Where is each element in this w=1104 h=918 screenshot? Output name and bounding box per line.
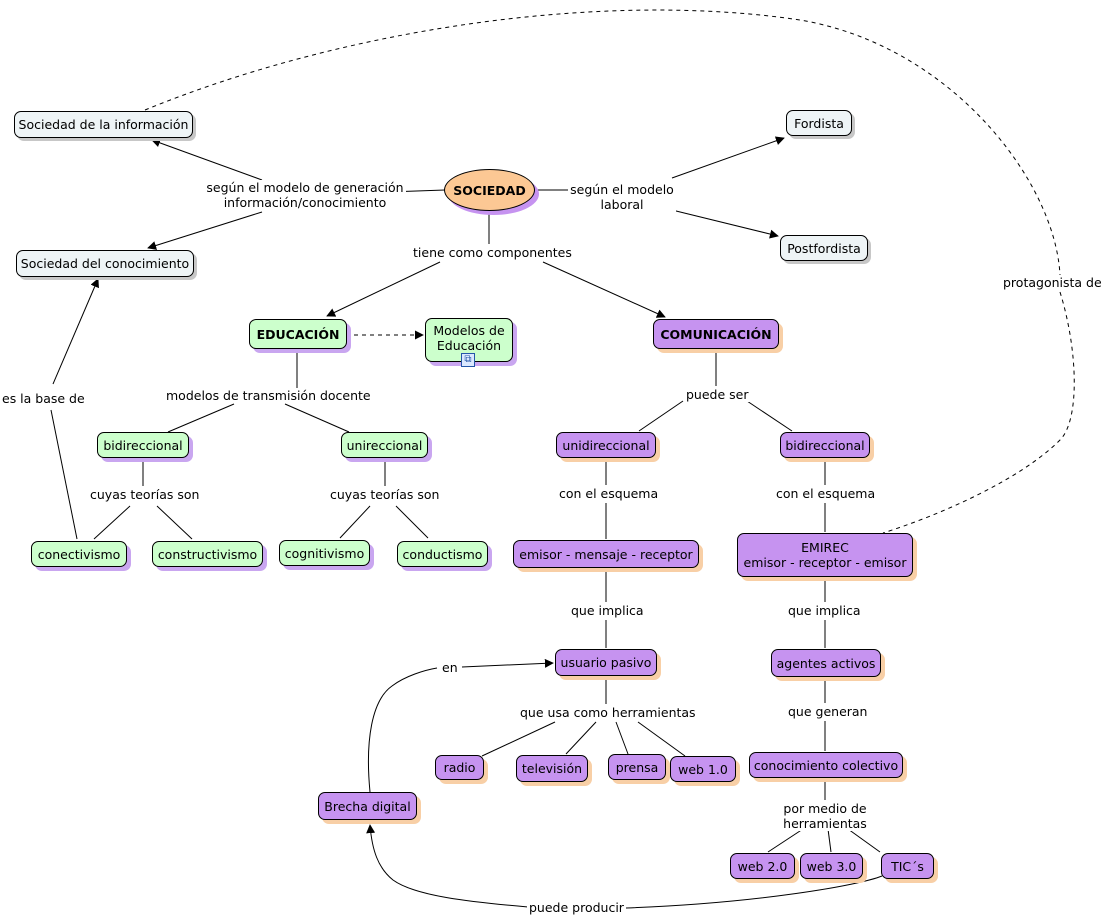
com-bidireccional-node[interactable]: bidireccional — [780, 432, 870, 458]
agentes-activos-label: agentes activos — [776, 655, 876, 671]
television-node[interactable]: televisión — [516, 755, 588, 782]
sociedad-informacion-node[interactable]: Sociedad de la información — [14, 111, 193, 138]
unidireccional-node[interactable]: unidireccional — [556, 432, 656, 458]
fordista-node[interactable]: Fordista — [786, 110, 852, 136]
sociedad-label: SOCIEDAD — [453, 182, 526, 198]
constructivismo-label: constructivismo — [157, 546, 258, 562]
link-que-implica-1: que implica — [569, 603, 646, 618]
conductismo-label: conductismo — [402, 546, 483, 562]
emisor-mensaje-receptor-node[interactable]: emisor - mensaje - receptor — [513, 540, 699, 568]
com-bidireccional-label: bidireccional — [785, 437, 865, 453]
comunicacion-node[interactable]: COMUNICACIÓN — [653, 319, 779, 349]
radio-node[interactable]: radio — [435, 755, 484, 780]
edu-bidireccional-label: bidireccional — [103, 437, 183, 453]
unireccional-node[interactable]: unireccional — [341, 432, 428, 458]
link-segun-generacion: según el modelo de generación informació… — [204, 180, 406, 210]
postfordista-node[interactable]: Postfordista — [780, 235, 868, 261]
brecha-digital-node[interactable]: Brecha digital — [318, 792, 417, 820]
link-modelos-transmision: modelos de transmisión docente — [164, 388, 373, 403]
educacion-label: EDUCACIÓN — [256, 326, 340, 342]
link-con-esquema-2: con el esquema — [774, 486, 878, 501]
sociedad-conocimiento-node[interactable]: Sociedad del conocimiento — [16, 250, 194, 277]
brecha-digital-label: Brecha digital — [324, 798, 411, 814]
web10-label: web 1.0 — [678, 761, 728, 777]
emisor-mensaje-receptor-label: emisor - mensaje - receptor — [519, 546, 693, 562]
link-con-esquema-1: con el esquema — [557, 486, 661, 501]
link-protagonista: protagonista de — [1001, 275, 1104, 290]
link-en: en — [440, 660, 460, 675]
link-cuyas-teorias-1: cuyas teorías son — [88, 487, 202, 502]
agentes-activos-node[interactable]: agentes activos — [771, 649, 881, 677]
link-segun-laboral: según el modelo laboral — [568, 182, 676, 212]
usuario-pasivo-node[interactable]: usuario pasivo — [555, 649, 657, 676]
modelos-educacion-label: Modelos de Educación — [433, 323, 505, 353]
conectivismo-label: conectivismo — [37, 546, 121, 562]
web20-node[interactable]: web 2.0 — [730, 853, 795, 879]
link-puede-ser: puede ser — [684, 387, 751, 402]
link-es-la-base: es la base de — [0, 391, 87, 406]
radio-label: radio — [443, 760, 476, 775]
unireccional-label: unireccional — [346, 437, 423, 453]
link-que-implica-2: que implica — [786, 603, 863, 618]
constructivismo-node[interactable]: constructivismo — [152, 541, 263, 567]
prensa-label: prensa — [615, 759, 659, 775]
unidireccional-label: unidireccional — [562, 437, 650, 453]
sociedad-informacion-label: Sociedad de la información — [18, 117, 189, 132]
cognitivismo-node[interactable]: cognitivismo — [279, 540, 370, 566]
emirec-title: EMIREC — [801, 540, 849, 555]
prensa-node[interactable]: prensa — [608, 754, 666, 780]
cognitivismo-label: cognitivismo — [284, 545, 365, 561]
tics-label: TIC´s — [891, 858, 924, 874]
sociedad-conocimiento-label: Sociedad del conocimiento — [20, 256, 190, 271]
fordista-label: Fordista — [794, 115, 844, 131]
comunicacion-label: COMUNICACIÓN — [660, 326, 772, 342]
conocimiento-colectivo-node[interactable]: conocimiento colectivo — [749, 752, 903, 778]
postfordista-label: Postfordista — [787, 240, 861, 256]
web30-node[interactable]: web 3.0 — [800, 853, 863, 879]
link-que-usa: que usa como herramientas — [518, 705, 698, 720]
sociedad-node[interactable]: SOCIEDAD — [444, 169, 535, 211]
conductismo-node[interactable]: conductismo — [397, 541, 488, 567]
emirec-subtitle: emisor - receptor - emisor — [743, 555, 907, 570]
link-puede-producir: puede producir — [527, 900, 626, 915]
usuario-pasivo-label: usuario pasivo — [560, 655, 652, 670]
link-tiene-componentes: tiene como componentes — [411, 245, 574, 260]
link-que-generan: que generan — [786, 704, 870, 719]
web20-label: web 2.0 — [737, 858, 788, 874]
web30-label: web 3.0 — [806, 858, 857, 874]
concept-map-icon[interactable]: ⧉ — [461, 353, 475, 367]
tics-node[interactable]: TIC´s — [881, 853, 934, 879]
link-por-medio: por medio de herramientas — [773, 801, 877, 831]
television-label: televisión — [521, 761, 583, 776]
link-cuyas-teorias-2: cuyas teorías son — [328, 487, 442, 502]
conectivismo-node[interactable]: conectivismo — [31, 541, 127, 567]
web10-node[interactable]: web 1.0 — [670, 756, 736, 782]
educacion-node[interactable]: EDUCACIÓN — [249, 319, 347, 349]
edu-bidireccional-node[interactable]: bidireccional — [97, 432, 189, 458]
conocimiento-colectivo-label: conocimiento colectivo — [753, 757, 899, 773]
